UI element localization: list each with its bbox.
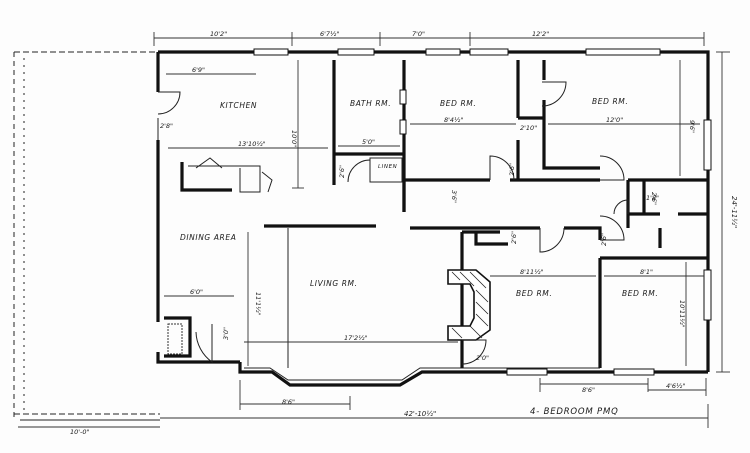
dim-overall-depth: 24'-11½": [730, 196, 738, 228]
dim-bath-width: 5'0": [362, 138, 375, 146]
dimension-lines: [153, 32, 730, 428]
dim-bed1-width: 8'4½": [444, 116, 463, 124]
dim-bed-door-1: 2'10": [520, 124, 537, 132]
dim-closet-2: 2'6": [650, 192, 658, 205]
fixtures: [167, 89, 407, 355]
dim-carport: 10'-0": [70, 428, 90, 436]
windows-top: [253, 48, 712, 376]
room-label-dining: DINING AREA: [180, 233, 236, 242]
carport-outline: [13, 51, 160, 428]
dim-entry-door: 3'0": [222, 327, 230, 340]
dim-bed3-door: 2'6": [510, 231, 518, 244]
dim-bed2-width: 12'0": [606, 116, 623, 124]
dim-bottom-3: 4'6½": [666, 382, 685, 390]
dim-bed4-door: 2'6": [600, 233, 608, 246]
dim-overall-width: 42'-10½": [404, 410, 436, 418]
dim-bottom-1: 8'6": [282, 398, 295, 406]
dim-bed4-width: 8'1": [640, 268, 653, 276]
dim-kitchen-width: 6'9": [192, 66, 205, 74]
dim-top-3: 7'0": [412, 30, 425, 38]
dim-bed2-height: 9'6": [688, 120, 696, 133]
dim-kitchen-span: 13'10½": [238, 140, 266, 148]
dim-top-2: 6'7½": [320, 30, 339, 38]
room-label-bed-3: BED RM.: [516, 289, 552, 298]
dim-bed2-door: 2'6": [508, 163, 516, 176]
dim-top-4: 12'2": [532, 30, 549, 38]
room-label-kitchen: KITCHEN: [220, 101, 257, 110]
dim-bed3-width: 8'11½": [520, 268, 543, 276]
dim-kitchen-door: 2'8": [160, 122, 173, 130]
room-label-living: LIVING RM.: [310, 279, 358, 288]
interior-walls: [164, 60, 708, 368]
dim-top-1: 10'2": [210, 30, 227, 38]
room-label-bath: BATH RM.: [350, 99, 391, 108]
dim-closet-3: 2'0": [476, 354, 489, 362]
dim-living-height: 11'1½": [254, 292, 262, 315]
plan-title: 4- BEDROOM PMQ: [530, 407, 619, 417]
dim-bed4-height: 10'11½": [678, 300, 686, 328]
room-label-bed-1: BED RM.: [440, 99, 476, 108]
dim-dining-width: 6'0": [190, 288, 203, 296]
room-label-linen: LINEN: [378, 164, 397, 170]
dim-kitchen-height: 10'0": [290, 130, 298, 147]
room-label-bed-2: BED RM.: [592, 97, 628, 106]
room-label-bed-4: BED RM.: [622, 289, 658, 298]
dim-hall: 3'6": [450, 190, 458, 203]
dim-bath-door: 2'6": [338, 165, 346, 178]
dim-bottom-2: 8'6": [582, 386, 595, 394]
fireplace: [447, 269, 491, 341]
dim-closet-1: 1'8": [646, 194, 659, 202]
door-swings: [157, 81, 629, 365]
dim-living-width: 17'2½": [344, 334, 367, 342]
